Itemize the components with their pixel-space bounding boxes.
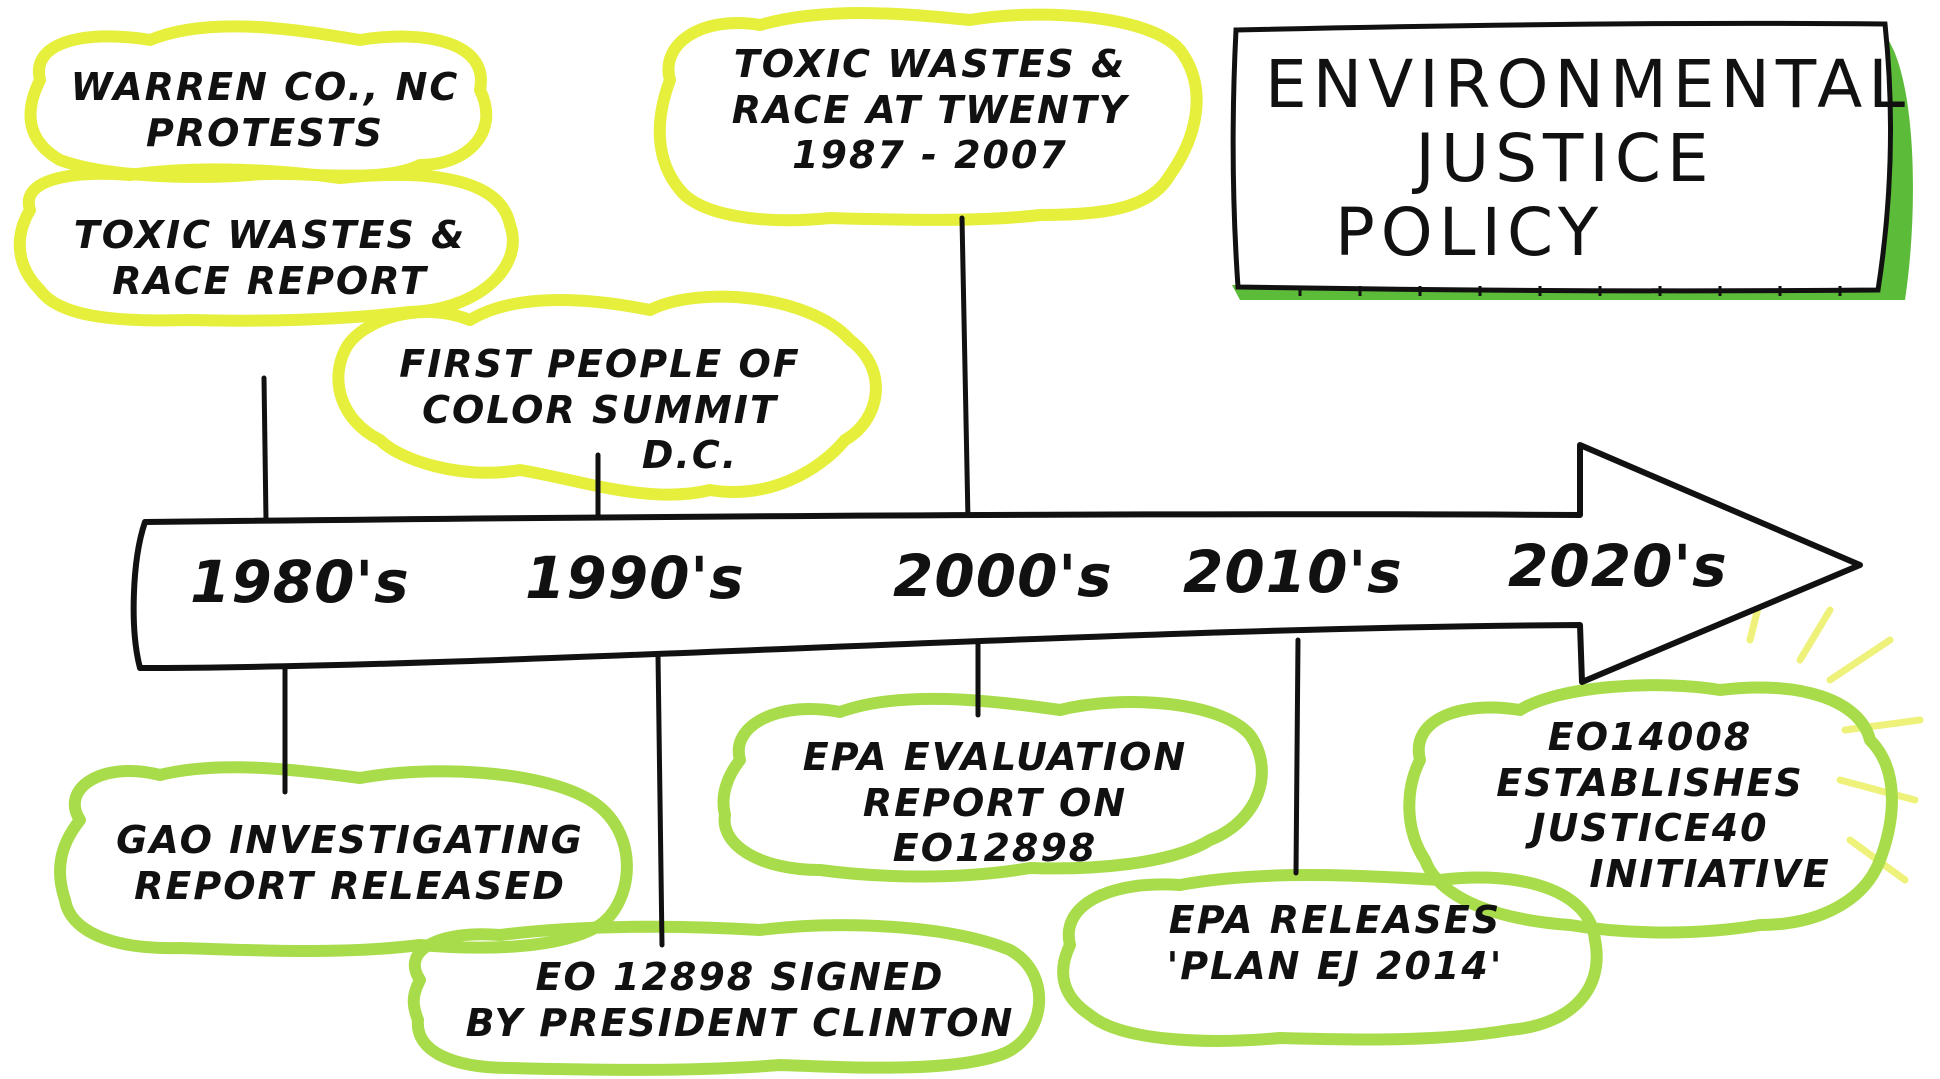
title-sign-ticks bbox=[1298, 286, 1842, 296]
event-plan-ej-line-2: 'PLAN EJ 2014' bbox=[1166, 943, 1504, 988]
event-eo-12898-line-1: EO 12898 SIGNED bbox=[535, 955, 945, 999]
event-first-people-line-3: D.C. bbox=[641, 433, 739, 478]
decade-label-1980s: 1980's bbox=[190, 548, 410, 616]
event-toxic-wastes-twenty: TOXIC WASTES & RACE AT TWENTY 1987 - 200… bbox=[690, 42, 1170, 179]
cloud-toxic-wastes-report bbox=[13, 163, 519, 327]
event-eo-12898: EO 12898 SIGNED BY PRESIDENT CLINTON bbox=[440, 955, 1040, 1046]
sun-rays bbox=[1746, 596, 1924, 884]
event-toxic-wastes-twenty-line-2: RACE AT TWENTY bbox=[731, 87, 1129, 132]
title-line-2: JUSTICE bbox=[1415, 119, 1715, 197]
cloud-gao-report bbox=[54, 761, 633, 958]
decade-label-2000s: 2000's bbox=[893, 542, 1113, 610]
cloud-toxic-wastes-twenty bbox=[653, 7, 1203, 227]
decade-label-2020s: 2020's bbox=[1508, 532, 1728, 600]
cloud-epa-evaluation bbox=[717, 692, 1268, 883]
event-eo-14008: EO14008 ESTABLISHES JUSTICE40 INITIATIVE bbox=[1430, 715, 1870, 897]
event-epa-evaluation-line-2: REPORT ON bbox=[862, 780, 1128, 825]
decade-label-1990s: 1990's bbox=[525, 544, 745, 612]
event-eo-14008-line-1: EO14008 bbox=[1547, 715, 1753, 759]
title-line-1: ENVIRONMENTAL bbox=[1265, 46, 1911, 123]
connector-lines bbox=[261, 215, 1301, 948]
event-first-people-line-2: COLOR SUMMIT bbox=[422, 387, 778, 432]
event-toxic-wastes-report-line-2: RACE REPORT bbox=[112, 258, 428, 303]
timeline-arrow bbox=[130, 442, 1863, 685]
title-sign-border bbox=[1230, 20, 1893, 294]
event-gao-report-line-2: REPORT RELEASED bbox=[134, 863, 566, 908]
event-warren-co-line-1: WARREN CO., NC bbox=[70, 65, 460, 109]
event-epa-evaluation: EPA EVALUATION REPORT ON EO12898 bbox=[755, 735, 1235, 872]
title-block: ENVIRONMENTAL JUSTICE POLICY bbox=[1265, 46, 1911, 271]
event-toxic-wastes-report-line-1: TOXIC WASTES & bbox=[73, 213, 467, 257]
event-gao-report: GAO INVESTIGATING REPORT RELEASED bbox=[95, 818, 605, 909]
event-warren-co: WARREN CO., NC PROTESTS bbox=[55, 65, 475, 156]
decade-label-2010s: 2010's bbox=[1183, 538, 1403, 606]
cloud-eo-12898 bbox=[407, 919, 1046, 1076]
event-plan-ej-2014: EPA RELEASES 'PLAN EJ 2014' bbox=[1090, 898, 1580, 989]
event-epa-evaluation-line-3: EO12898 bbox=[892, 826, 1098, 871]
event-eo-14008-line-2: ESTABLISHES bbox=[1496, 760, 1804, 805]
title-line-3: POLICY bbox=[1335, 193, 1605, 271]
event-first-people-line-1: FIRST PEOPLE OF bbox=[399, 342, 801, 386]
event-gao-report-line-1: GAO INVESTIGATING bbox=[116, 818, 584, 862]
event-toxic-wastes-twenty-line-1: TOXIC WASTES & bbox=[733, 42, 1127, 86]
event-eo-12898-line-2: BY PRESIDENT CLINTON bbox=[465, 1000, 1015, 1045]
event-first-people-of-color: FIRST PEOPLE OF COLOR SUMMIT D.C. bbox=[365, 342, 835, 479]
event-warren-co-line-2: PROTESTS bbox=[146, 110, 384, 155]
cloud-eo-14008 bbox=[1403, 679, 1898, 939]
cloud-plan-ej bbox=[1057, 869, 1603, 1047]
event-eo-14008-line-4: INITIATIVE bbox=[1589, 851, 1831, 896]
event-toxic-wastes-twenty-line-3: 1987 - 2007 bbox=[792, 133, 1068, 178]
event-toxic-wastes-report: TOXIC WASTES & RACE REPORT bbox=[40, 213, 500, 304]
cloud-first-people bbox=[332, 290, 882, 501]
event-epa-evaluation-line-1: EPA EVALUATION bbox=[802, 735, 1188, 779]
event-plan-ej-line-1: EPA RELEASES bbox=[1168, 898, 1502, 942]
event-eo-14008-line-3: JUSTICE40 bbox=[1531, 806, 1769, 851]
